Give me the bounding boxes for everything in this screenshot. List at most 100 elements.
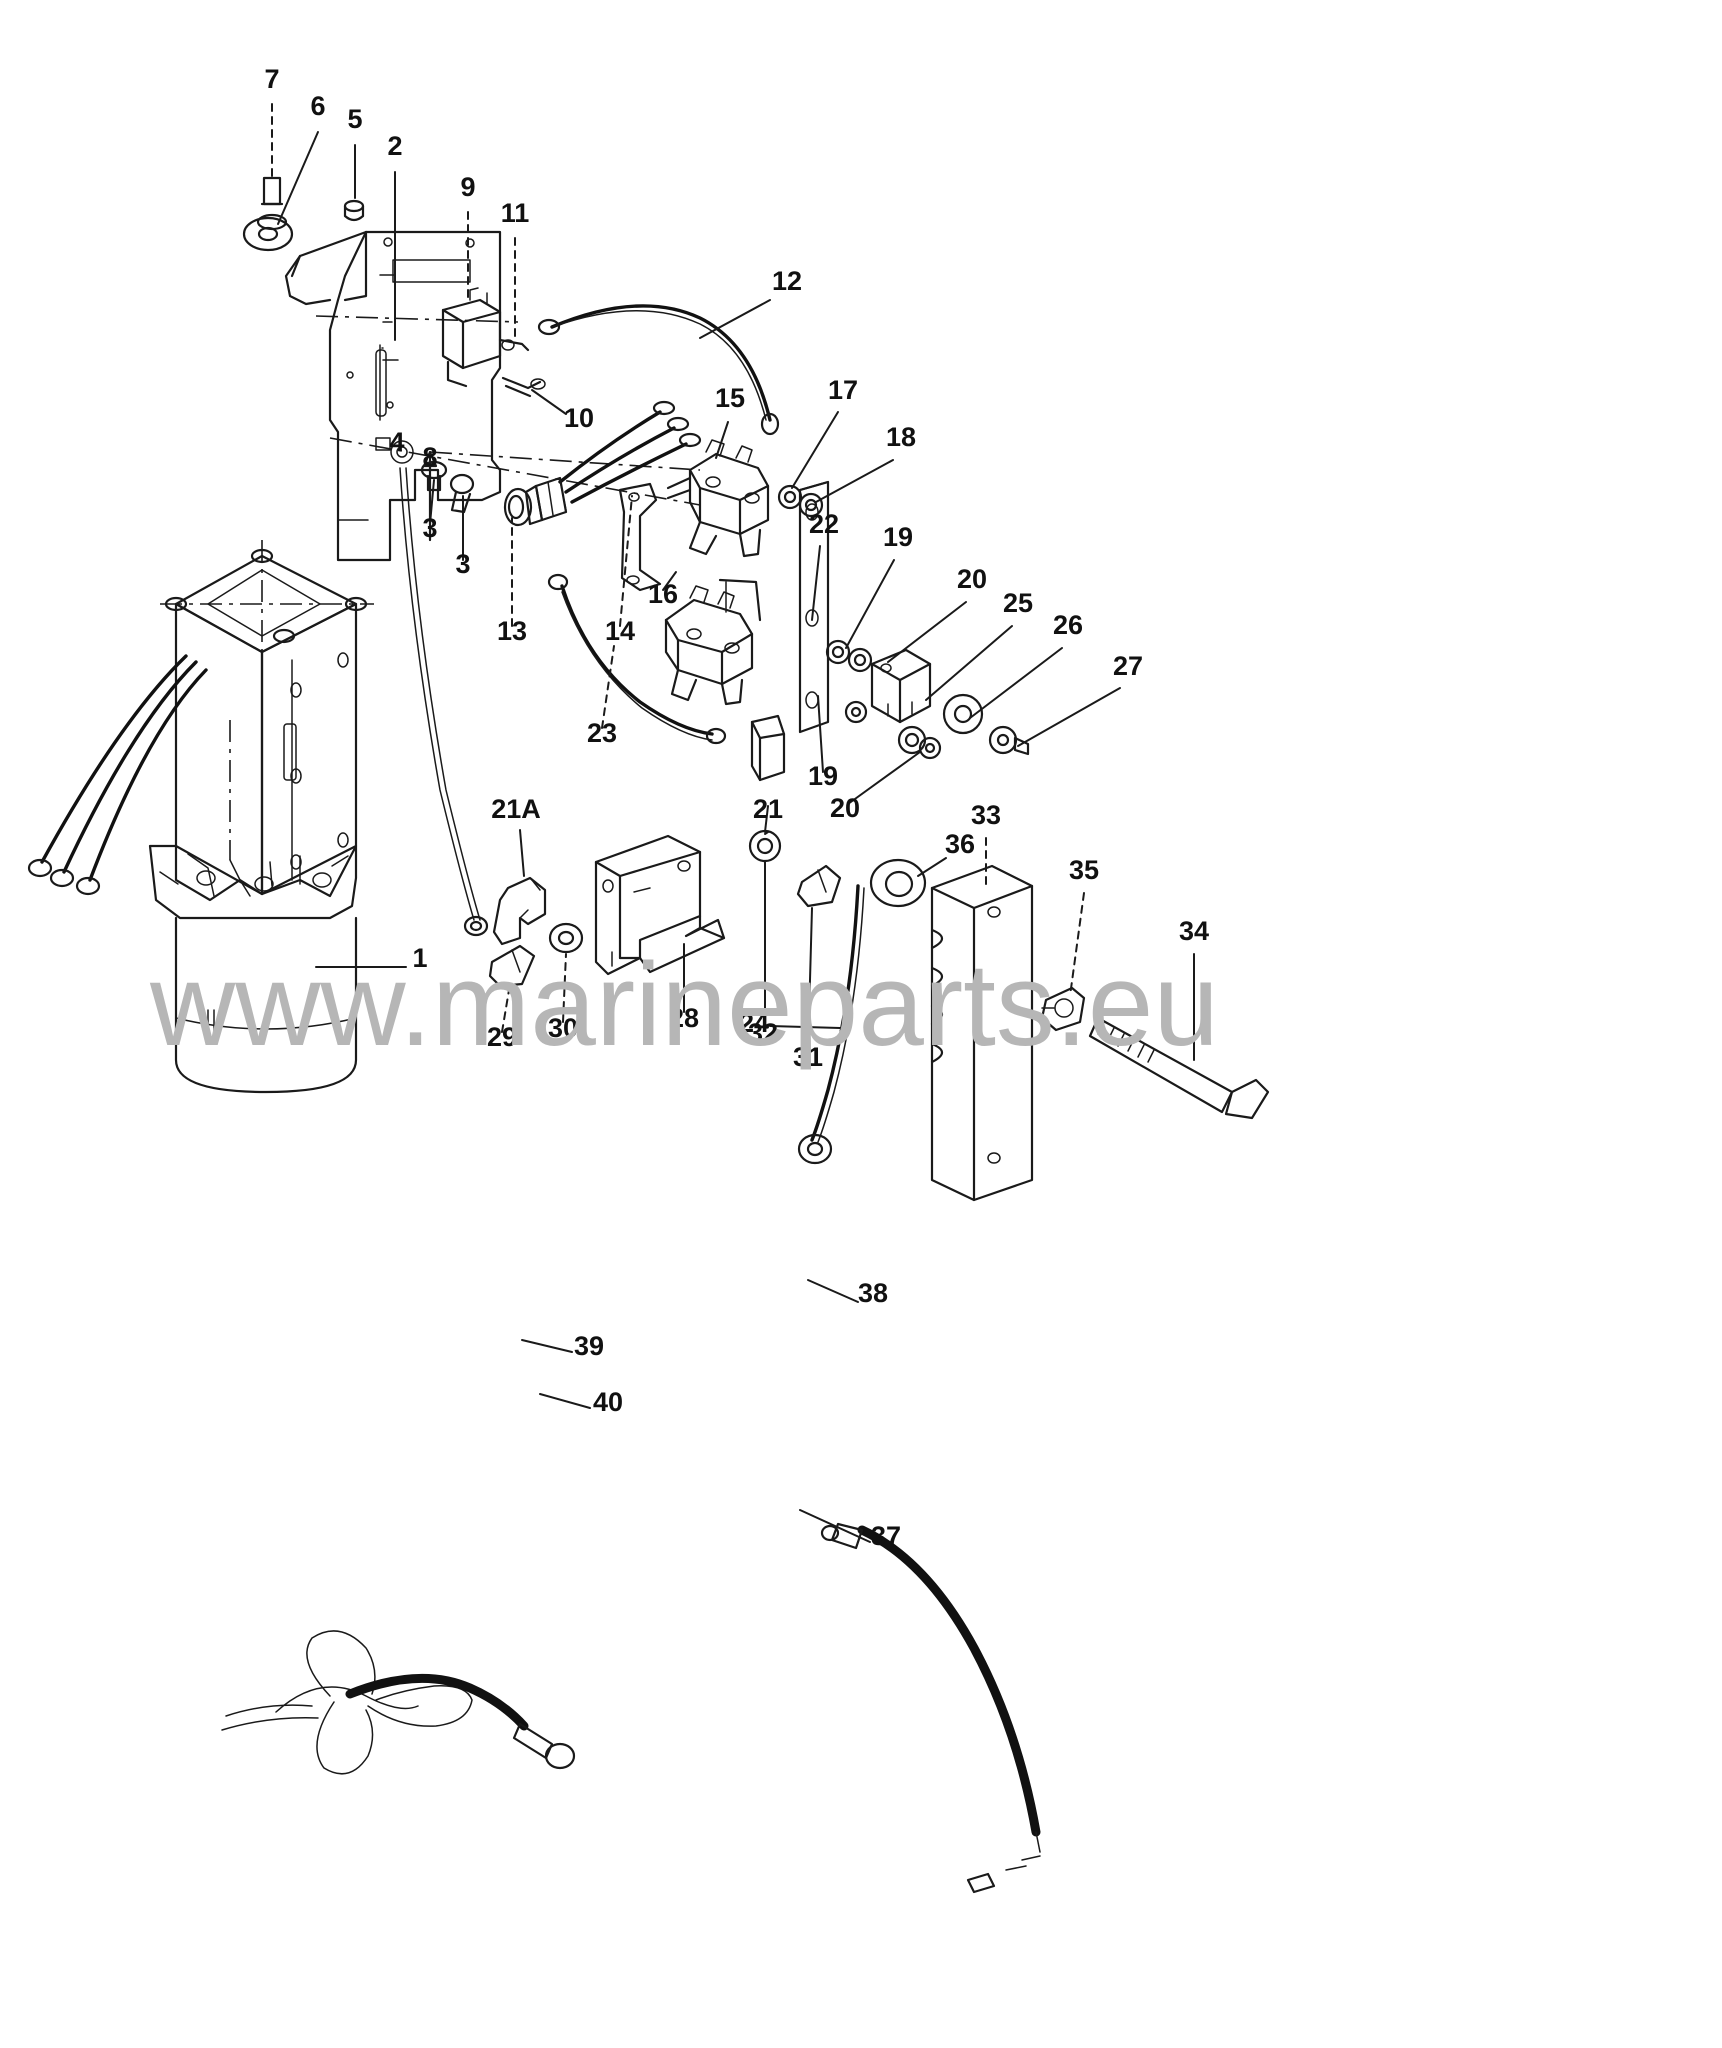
leader-20b (847, 751, 921, 805)
leader-37 (799, 1509, 871, 1543)
callout-number-39: 39 (574, 1331, 604, 1361)
leader-24 (769, 1025, 841, 1029)
solenoid-15-group (666, 439, 770, 558)
callout-number-20: 20 (957, 564, 987, 594)
callout-number-25: 25 (1003, 588, 1033, 618)
leader-29 (501, 983, 511, 1033)
callout-number-15: 15 (715, 383, 745, 413)
grommet-36-group (869, 858, 927, 908)
ground-wire-24-group (797, 884, 865, 1165)
leader-10 (531, 389, 567, 415)
fastener-7-6-5-group (242, 176, 365, 252)
center-line-mid2 (429, 451, 701, 471)
fastener-19-20-group (825, 639, 942, 760)
callout-number-1: 1 (412, 943, 427, 973)
callout-number-26: 26 (1053, 610, 1083, 640)
callout-number-29: 29 (487, 1022, 517, 1052)
center-line-upper (315, 315, 519, 323)
support-bracket-28-group (594, 834, 726, 976)
callout-number-6: 6 (310, 91, 325, 121)
leader-36 (917, 857, 947, 877)
callout-number-24: 24 (739, 1008, 769, 1038)
callout-number-28: 28 (669, 1003, 699, 1033)
leader-35 (1069, 892, 1085, 997)
leader-6 (277, 131, 319, 225)
connector-13-group (503, 400, 702, 527)
callout-number-8: 8 (422, 442, 437, 472)
callout-number-19: 19 (808, 761, 838, 791)
callout-number-27: 27 (1113, 651, 1143, 681)
callout-number-23: 23 (587, 718, 617, 748)
leader-38 (807, 1279, 859, 1303)
callout-number-21a: 21A (491, 794, 541, 824)
leader-18 (815, 459, 894, 503)
callout-number-22: 22 (809, 509, 839, 539)
ground-bracket-14-group (618, 482, 662, 592)
callout-number-13: 13 (497, 616, 527, 646)
callout-number-12: 12 (772, 266, 802, 296)
leader-16 (662, 571, 677, 591)
leader-15 (715, 421, 729, 459)
fastener-31-32-group (796, 864, 842, 908)
fastener-29-30-group (488, 922, 584, 988)
callout-number-21: 21 (753, 794, 783, 824)
leader-21A (519, 829, 525, 877)
callout-number-30: 30 (548, 1013, 578, 1043)
circuit-breaker-25-group (870, 648, 932, 724)
callout-number-2: 2 (387, 131, 402, 161)
leader-40 (539, 1393, 591, 1409)
callout-number-37: 37 (871, 1521, 901, 1551)
elbow-21A-group (492, 876, 547, 946)
callout-number-20: 20 (830, 793, 860, 823)
leader-12 (699, 299, 771, 339)
leader-23 (601, 645, 615, 729)
pump-motor-assembly-group (27, 540, 374, 1094)
callout-number-5: 5 (347, 104, 362, 134)
fastener-17-18-group (777, 484, 824, 518)
callout-number-18: 18 (886, 422, 916, 452)
callout-number-3: 3 (455, 549, 470, 579)
bracket-assembly-group (284, 230, 502, 562)
callout-number-10: 10 (564, 403, 594, 433)
leader-lines-group (271, 103, 1195, 1543)
leader-20 (887, 601, 967, 663)
leader-21 (764, 831, 769, 835)
callout-number-32: 32 (748, 1018, 778, 1048)
solenoid-16-group (664, 578, 762, 706)
leader-3a (429, 479, 435, 525)
leader-30 (562, 953, 567, 1023)
leader-25 (925, 625, 1013, 701)
mounting-plate-22-group (798, 480, 830, 734)
leader-39 (521, 1339, 573, 1353)
callout-number-40: 40 (593, 1387, 623, 1417)
callout-number-35: 35 (1069, 855, 1099, 885)
callout-number-7: 7 (264, 64, 279, 94)
leader-17 (791, 411, 839, 489)
callout-number-4: 4 (389, 427, 404, 457)
battery-cable-38-37-group (820, 1522, 1041, 1894)
callout-number-14: 14 (605, 616, 635, 646)
callout-number-36: 36 (945, 829, 975, 859)
callout-number-3: 3 (422, 513, 437, 543)
callout-number-19: 19 (883, 522, 913, 552)
leader-19a (845, 559, 895, 649)
leader-19b (817, 695, 824, 773)
leader-26 (969, 647, 1063, 719)
long-tie-3-group (399, 467, 489, 937)
jumper-wire-23-group (547, 573, 727, 745)
callout-number-9: 9 (460, 172, 475, 202)
cover-piece-group (750, 714, 786, 782)
relay-block-9-group (441, 287, 546, 398)
callout-number-31: 31 (793, 1042, 823, 1072)
callout-number-17: 17 (828, 375, 858, 405)
long-bolt-34-group (1088, 1016, 1270, 1120)
callout-number-38: 38 (858, 1278, 888, 1308)
leader-21b (764, 805, 769, 833)
screws-3-group (420, 460, 475, 514)
terminal-block-33-group (930, 864, 1034, 1202)
leader-27 (1017, 687, 1121, 747)
hose-39-40-group (221, 1630, 576, 1775)
wire-harness-12-group (537, 304, 780, 436)
